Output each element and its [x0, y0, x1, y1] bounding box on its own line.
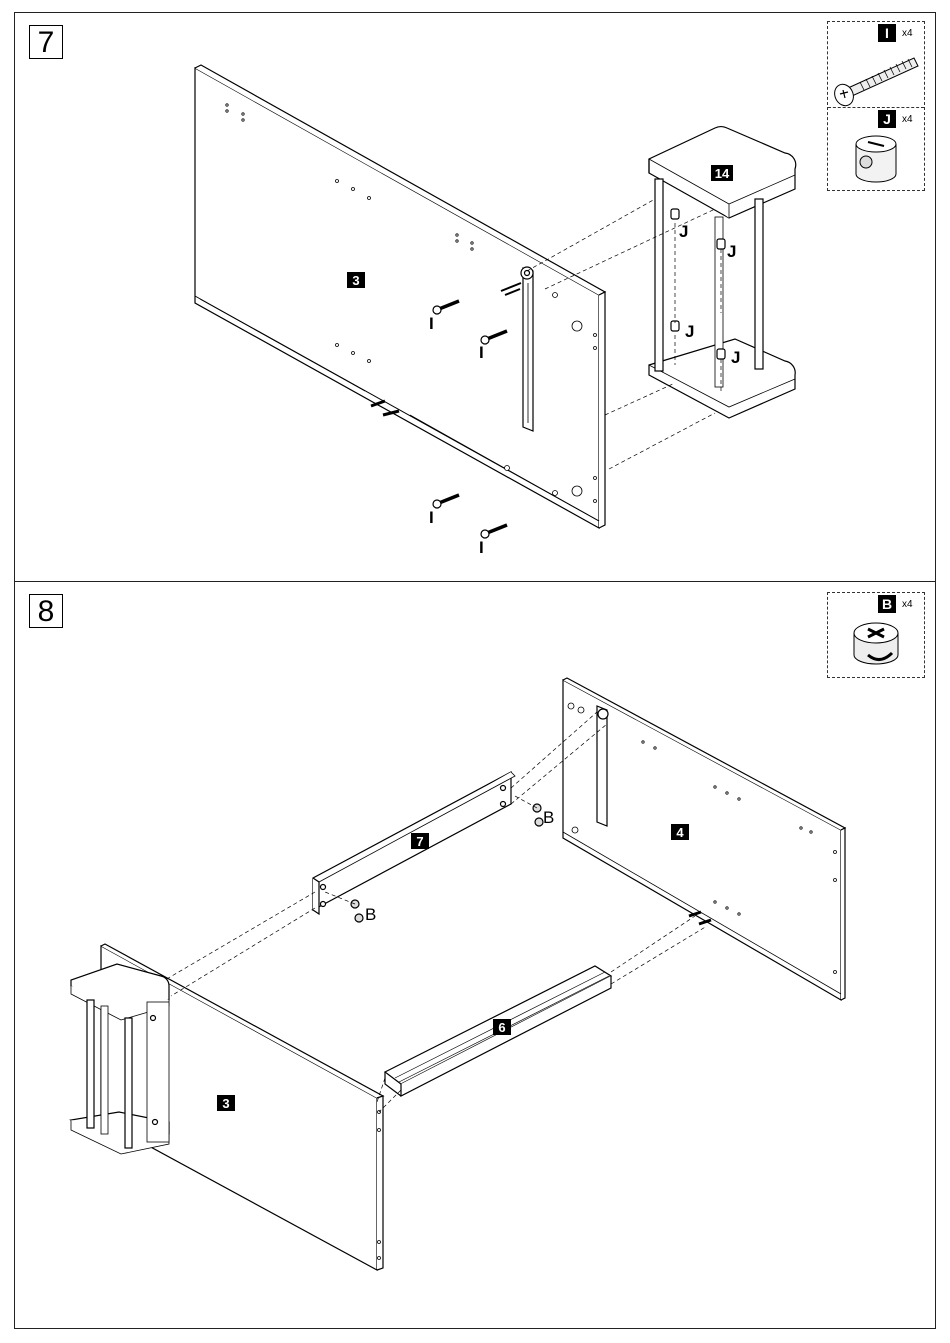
part-label-6: 6: [498, 1020, 505, 1035]
hardware-label-b: B: [365, 905, 376, 924]
hardware-label-i: I: [479, 343, 484, 362]
part-label-3: 3: [222, 1096, 229, 1111]
hardware-label-b: B: [543, 808, 554, 827]
part-label-3: 3: [352, 273, 359, 288]
part-label-14: 14: [715, 166, 730, 181]
hardware-label-i: I: [479, 538, 484, 557]
step-8-drawing: 7 4 6 3 B B: [15, 582, 937, 1330]
step-7-panel: 7 I x4 J: [14, 12, 936, 582]
hardware-label-i: I: [429, 508, 434, 527]
hardware-label-i: I: [429, 314, 434, 333]
panel-3: [195, 68, 599, 528]
step-8-panel: 8 B x4: [14, 581, 936, 1329]
hardware-label-j: J: [731, 348, 740, 367]
hardware-label-j: J: [727, 242, 736, 261]
hardware-label-j: J: [685, 322, 694, 341]
part-label-7: 7: [416, 834, 423, 849]
step-7-drawing: 3 14 I I I I J J J J: [15, 13, 937, 583]
hardware-label-j: J: [679, 222, 688, 241]
part-label-4: 4: [676, 825, 684, 840]
